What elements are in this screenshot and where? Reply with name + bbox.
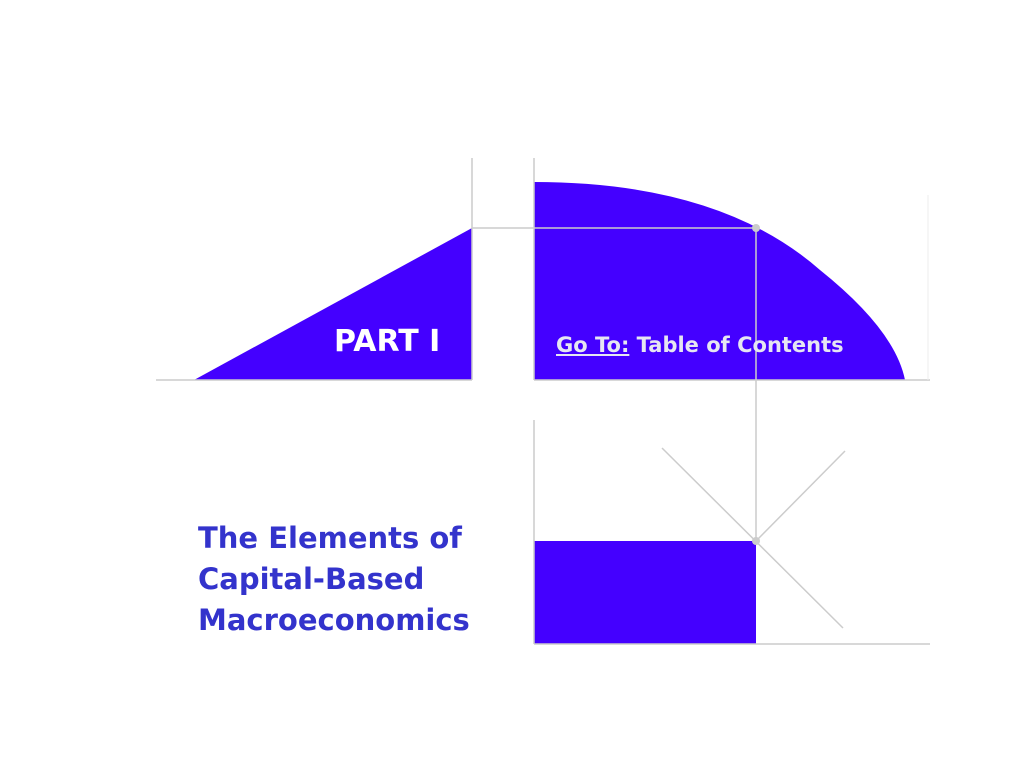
title-line-1: The Elements of (198, 521, 462, 555)
ppf-point (752, 224, 760, 232)
title-line-3: Macroeconomics (198, 603, 470, 637)
equilibrium-point (752, 537, 760, 545)
loanable-funds-rect (534, 541, 756, 644)
goto-link[interactable]: Go To: (556, 333, 630, 357)
goto-navigation: Go To: Table of Contents (556, 333, 844, 357)
demand-line (661, 447, 844, 629)
hayekian-triangle (194, 228, 472, 380)
title-line-2: Capital-Based (198, 562, 425, 596)
goto-target-text: Table of Contents (636, 333, 844, 357)
supply-line (755, 450, 846, 542)
part-label: PART I (334, 324, 441, 359)
ppf-area (534, 182, 905, 380)
page-title: The Elements of Capital-Based Macroecono… (198, 518, 518, 641)
